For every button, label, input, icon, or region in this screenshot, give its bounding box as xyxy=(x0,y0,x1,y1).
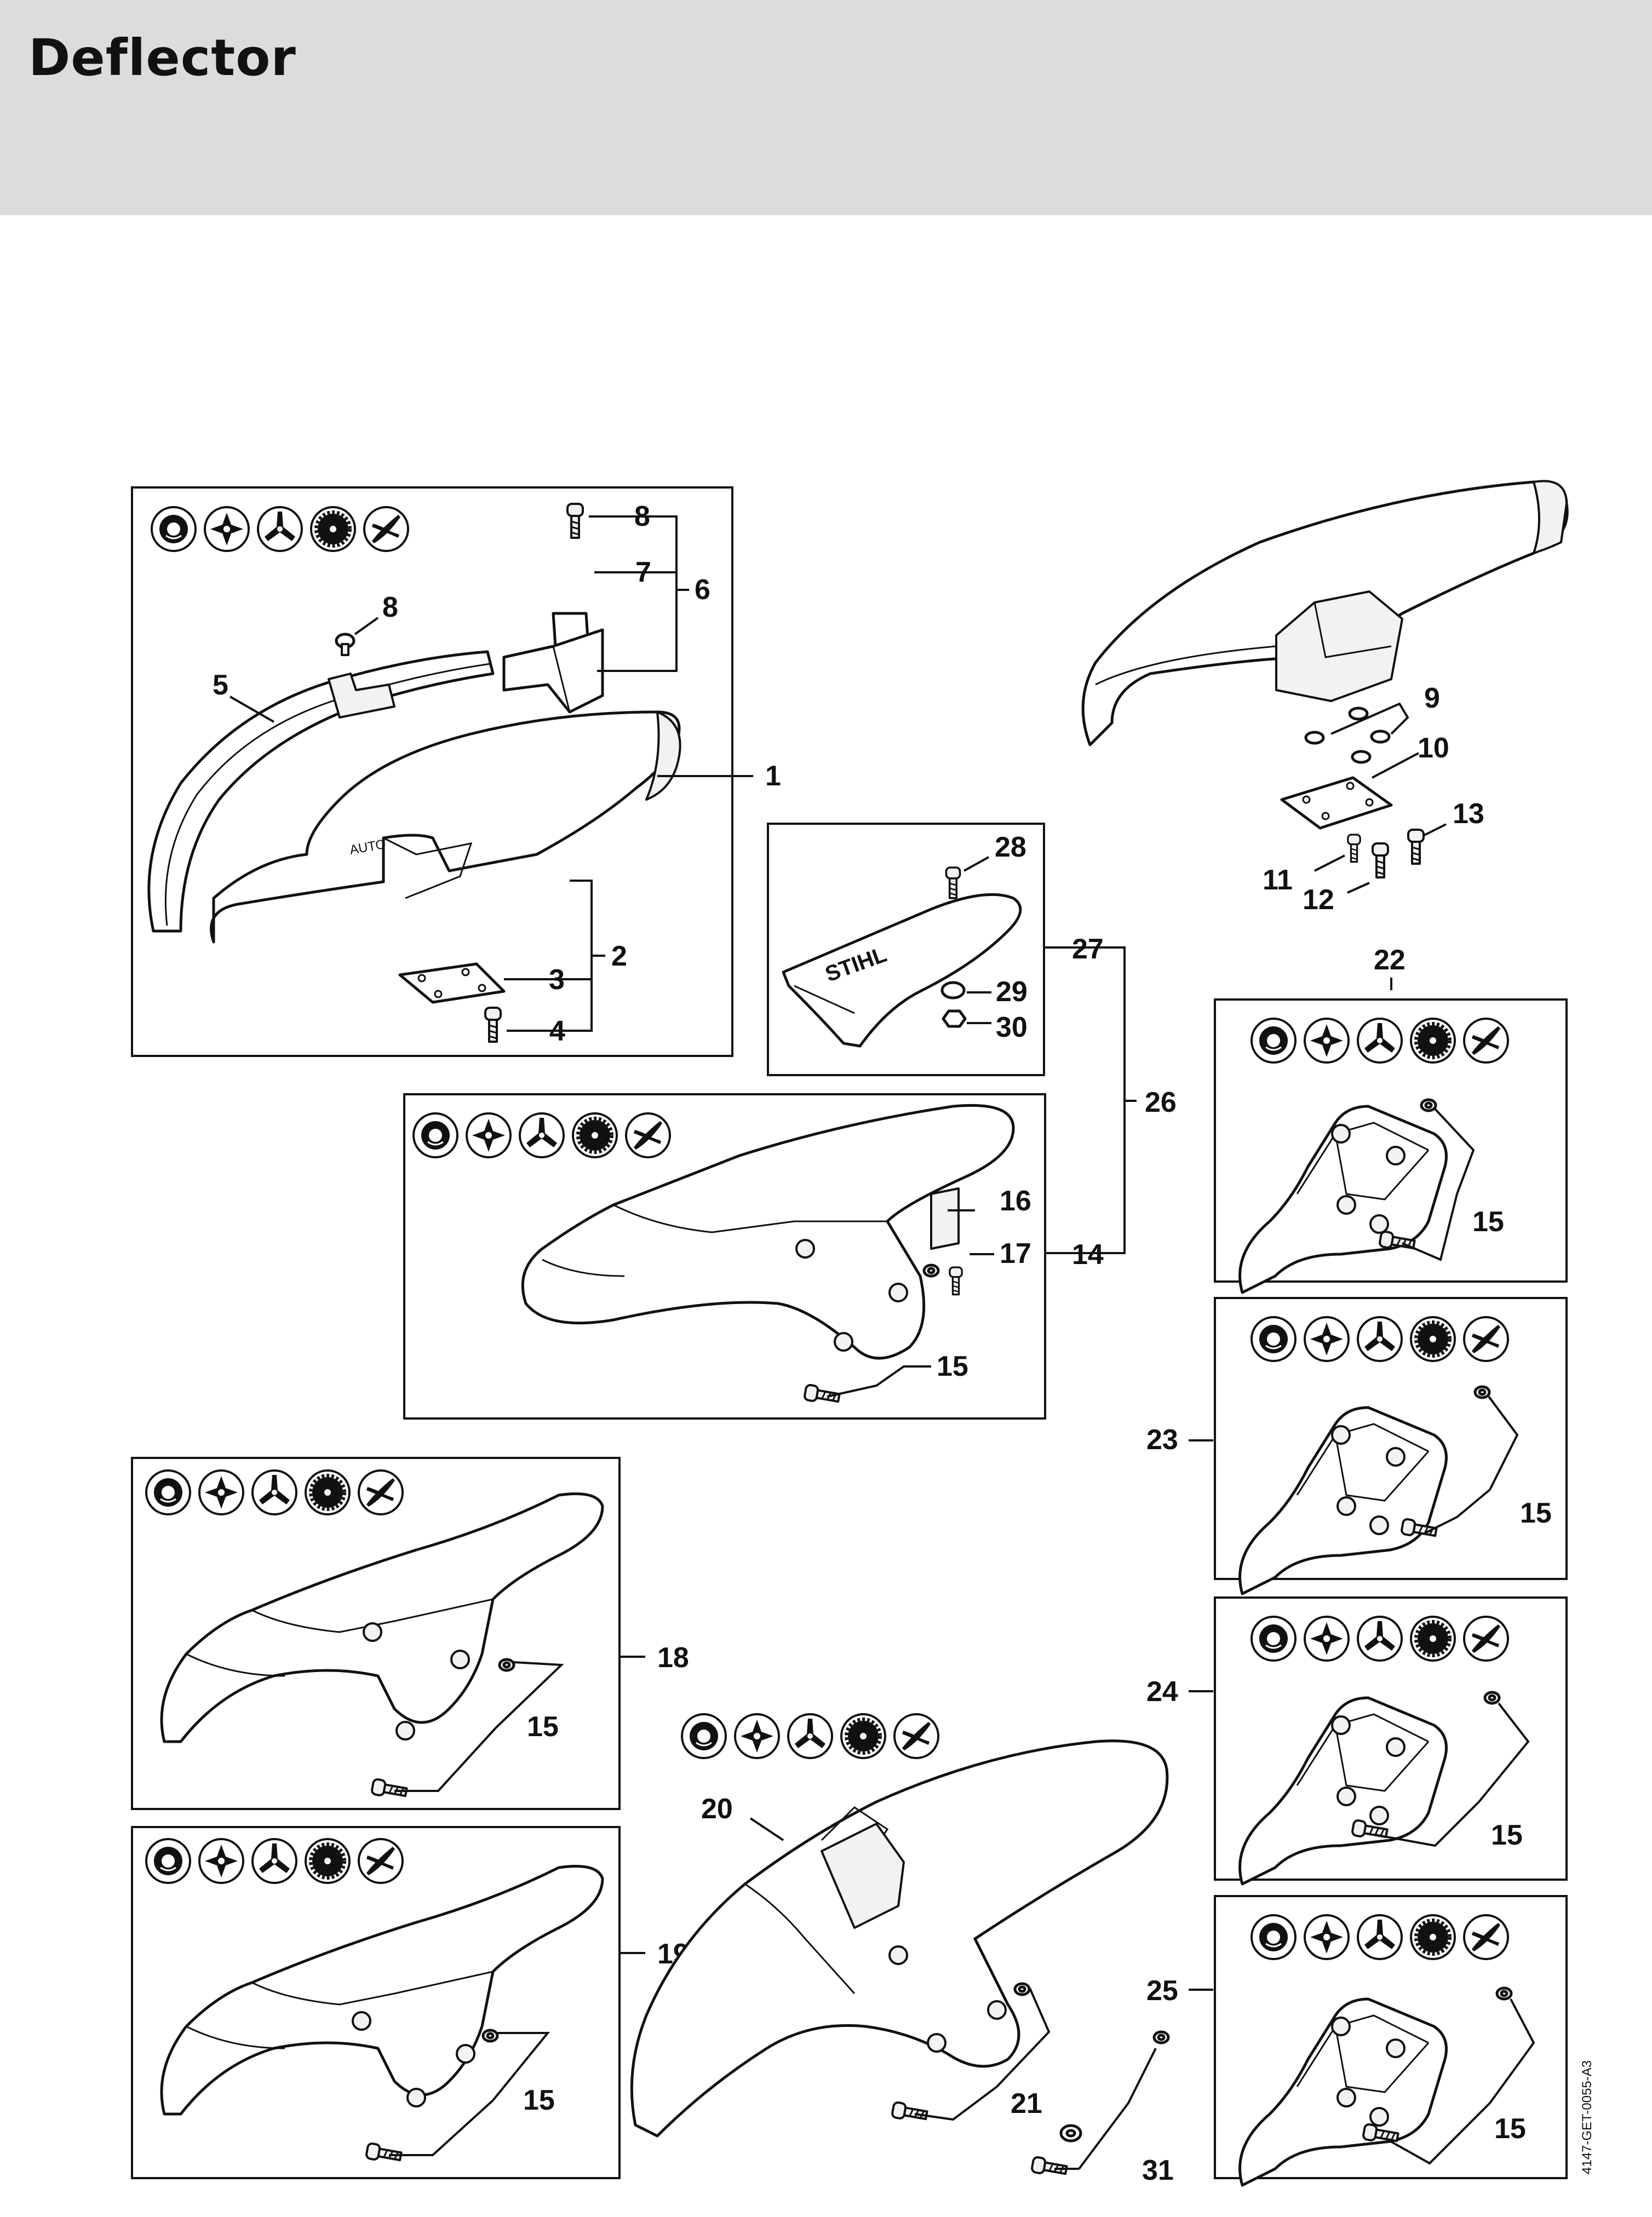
deflector-box-27: STIHL 28 29 30 xyxy=(767,823,1045,1076)
label-22: 22 xyxy=(1374,944,1406,976)
deflector-box-22: 22 15 xyxy=(1214,944,1568,1293)
hardware-31: 31 xyxy=(1030,2032,1174,2186)
deflector-kit-1-box: AUTO 8 7 6 8 5 1 2 3 4 xyxy=(131,486,781,1057)
figure-code: 4147-GET-0055-A3 xyxy=(1580,2060,1594,2174)
label-10: 10 xyxy=(1418,732,1449,764)
deflector-guard-shape xyxy=(210,710,681,944)
page-title: Deflector xyxy=(28,28,296,87)
label-12: 12 xyxy=(1303,884,1334,916)
label-2: 2 xyxy=(611,940,627,972)
label-26: 26 xyxy=(1145,1087,1177,1118)
label-25: 25 xyxy=(1146,1975,1178,2007)
label-15a: 15 xyxy=(937,1351,968,1382)
label-4: 4 xyxy=(549,1015,565,1047)
label-15b: 15 xyxy=(1472,1206,1504,1238)
deflector-box-18: 18 15 xyxy=(131,1457,689,1810)
label-27: 27 xyxy=(1072,933,1104,965)
label-13: 13 xyxy=(1453,798,1484,830)
label-31: 31 xyxy=(1142,2155,1174,2186)
deflector-box-14: 16 17 15 xyxy=(403,1093,1046,1420)
label-24: 24 xyxy=(1146,1676,1178,1708)
label-8b: 8 xyxy=(382,591,398,623)
deflector-box-23: 23 15 xyxy=(1146,1297,1568,1594)
deflector-box-19: 19 15 xyxy=(131,1826,689,2179)
label-21: 21 xyxy=(1011,2088,1042,2120)
label-15g: 15 xyxy=(523,2084,555,2116)
label-14: 14 xyxy=(1072,1239,1104,1271)
label-9: 9 xyxy=(1424,682,1440,714)
label-30: 30 xyxy=(996,1012,1028,1043)
label-28: 28 xyxy=(995,831,1026,863)
label-3: 3 xyxy=(549,964,565,996)
deflector-box-25: 25 15 xyxy=(1146,1895,1568,2185)
rubber-strip-shape xyxy=(147,650,495,933)
label-8a: 8 xyxy=(634,501,650,532)
page-header: Deflector xyxy=(0,0,1652,215)
label-15d: 15 xyxy=(1491,1819,1523,1851)
label-5: 5 xyxy=(213,669,228,701)
label-15c: 15 xyxy=(1520,1497,1552,1529)
tool-icon-row xyxy=(152,507,408,551)
label-15f: 15 xyxy=(527,1711,559,1743)
plate-shape xyxy=(398,962,506,1004)
label-18: 18 xyxy=(657,1642,689,1674)
label-23: 23 xyxy=(1146,1424,1178,1456)
label-1: 1 xyxy=(765,760,781,792)
label-11: 11 xyxy=(1263,864,1293,896)
label-29: 29 xyxy=(996,976,1028,1008)
deflector-top-right: 9 10 13 11 12 xyxy=(1081,480,1569,916)
label-20: 20 xyxy=(701,1793,733,1825)
label-17: 17 xyxy=(1000,1238,1031,1270)
label-15e: 15 xyxy=(1494,2113,1526,2145)
label-6: 6 xyxy=(695,574,710,606)
deflector-part-20: 20 21 xyxy=(630,1714,1169,2138)
label-7: 7 xyxy=(635,556,651,588)
deflector-box-24: 24 15 xyxy=(1146,1596,1568,1884)
label-16: 16 xyxy=(1000,1185,1031,1217)
